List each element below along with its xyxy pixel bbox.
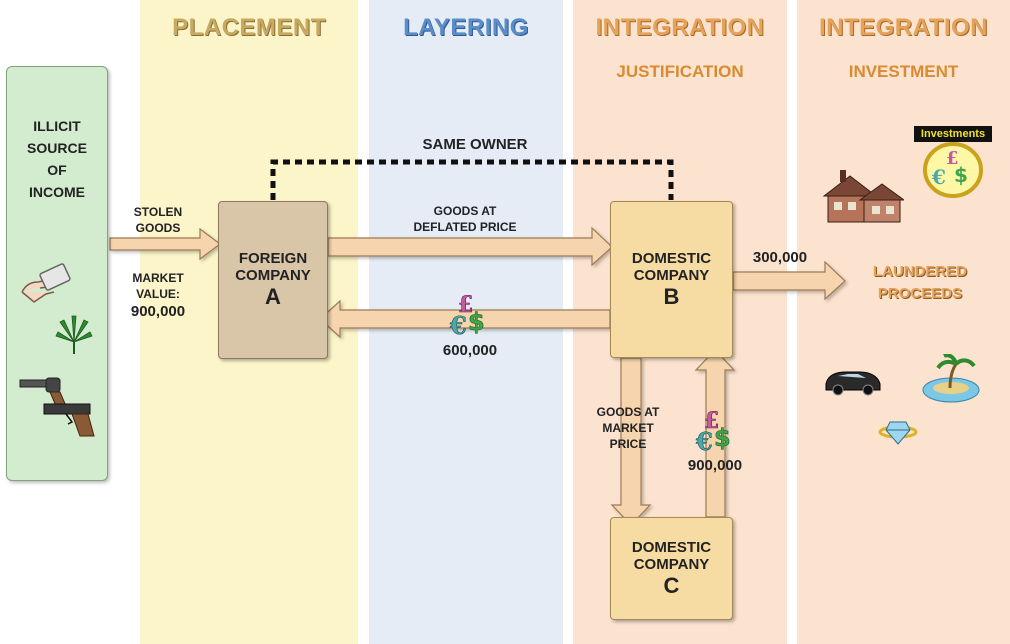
layering-title: LAYERING [403,14,529,41]
goods-deflated-arrow [327,226,613,267]
goods-deflated-line-2: DEFLATED PRICE [413,220,517,234]
svg-text:£: £ [946,148,959,169]
company-a-label-1: FOREIGN [238,250,308,267]
market-value-label: MARKET VALUE: 900,000 [118,270,198,322]
payment-600k-arrow [319,299,611,339]
source-line-2: SOURCE [27,140,87,156]
company-a-box: FOREIGN COMPANY A [218,201,328,359]
payment-900k-arrow [694,349,736,518]
laundered-line-2: PROCEEDS [877,285,963,302]
company-a-label-2: COMPANY [235,267,311,284]
svg-text:$: $ [954,163,968,187]
svg-text:$: $ [468,308,485,336]
credit-card-hand-icon [21,263,71,303]
currency-symbols-icon-2: £ € $ [695,408,731,456]
car-icon [825,371,881,396]
justification-subtitle: JUSTIFICATION [616,62,744,81]
same-owner-connector [270,159,674,200]
source-line-4: INCOME [29,184,85,200]
stolen-goods-line-2: GOODS [135,221,181,235]
source-line-3: OF [47,162,67,178]
payment-900k-label: 900,000 [687,457,743,474]
company-c-label-1: DOMESTIC [631,538,712,556]
goods-market-line-1: GOODS AT [596,405,660,419]
integration-title-2: INTEGRATION [818,14,989,41]
company-b-label-1: DOMESTIC [631,249,712,267]
company-c-label-2: COMPANY [633,555,710,573]
revolver-icon [19,377,67,407]
svg-text:€: € [449,311,467,340]
goods-market-line-2: MARKET [602,421,654,435]
island-icon [922,354,980,403]
source-line-1: ILLICIT [33,118,81,134]
goods-market-arrow [610,357,652,526]
house-icon [822,170,904,223]
same-owner-label: SAME OWNER [422,136,528,153]
goods-market-label: GOODS AT MARKET PRICE [582,404,674,452]
goods-deflated-label: GOODS AT DEFLATED PRICE [380,203,550,235]
stolen-goods-line-1: STOLEN [133,205,183,219]
investments-sign-text: Investments [914,126,992,142]
investment-subtitle: INVESTMENT [848,62,959,81]
stolen-goods-arrow [109,227,221,261]
diamond-icon [878,421,918,445]
company-c-box: DOMESTIC COMPANY C [610,517,733,620]
company-b-label-2: COMPANY [633,266,710,284]
svg-text:€: € [695,427,713,456]
currency-symbols-icon: £ € $ [449,292,485,340]
company-b-letter: B [663,283,680,309]
cannabis-leaf-icon [55,315,93,354]
proceeds-300k-arrow [732,260,846,301]
svg-text:£: £ [458,292,473,318]
payment-600k-label: 600,000 [442,342,498,359]
company-a-letter: A [265,284,281,309]
market-value-line-2: VALUE: [136,287,180,301]
placement-title: PLACEMENT [172,14,326,41]
svg-text:$: $ [714,424,731,452]
market-value-amount: 900,000 [130,303,186,320]
goods-deflated-line-1: GOODS AT [433,204,497,218]
investments-sign-icon: Investments £ € $ [914,126,992,202]
laundered-line-1: LAUNDERED [872,263,968,280]
proceeds-300k-label: 300,000 [752,249,808,266]
company-b-box: DOMESTIC COMPANY B [610,201,733,358]
laundered-proceeds-label: LAUNDERED PROCEEDS [850,261,990,305]
stolen-goods-label: STOLEN GOODS [118,204,198,236]
company-c-letter: C [663,572,680,598]
integration-investment-column: INTEGRATION INVESTMENT [797,0,1010,644]
pistol-icon [43,403,95,437]
svg-text:€: € [931,165,946,189]
market-value-line-1: MARKET [132,271,184,285]
goods-market-line-3: PRICE [609,437,647,451]
svg-text:£: £ [704,408,719,434]
integration-title-1: INTEGRATION [595,14,765,41]
